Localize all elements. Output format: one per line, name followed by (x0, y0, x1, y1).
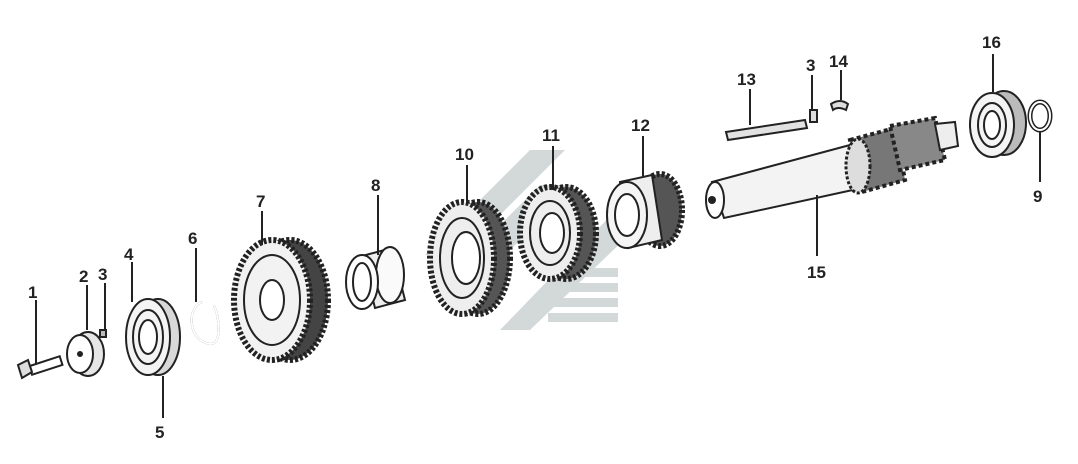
label-part-8: 8 (371, 176, 380, 195)
part-gear-12 (606, 171, 685, 250)
label-part-14: 14 (829, 52, 848, 71)
part-bearing-16 (969, 90, 1027, 158)
label-part-12: 12 (631, 116, 650, 135)
label-part-3-upper: 3 (806, 56, 815, 75)
label-part-15: 15 (807, 263, 826, 282)
part-spacer-bushing (345, 246, 407, 310)
part-gear-11 (517, 184, 599, 282)
part-circlip (190, 301, 220, 345)
label-part-3: 3 (98, 265, 107, 284)
leader-lines (35, 54, 1041, 418)
label-part-2: 2 (79, 267, 88, 286)
label-part-16: 16 (982, 33, 1001, 52)
part-shaft (705, 115, 960, 220)
part-pin-upper (809, 109, 818, 123)
label-part-11: 11 (542, 126, 560, 145)
part-bolt (16, 355, 64, 380)
label-part-1: 1 (28, 283, 37, 302)
label-part-10: 10 (455, 145, 474, 164)
part-large-gear (231, 237, 331, 363)
part-gear-10 (427, 199, 513, 317)
part-washer (66, 331, 105, 377)
label-part-4: 4 (124, 245, 134, 264)
part-key (829, 100, 850, 112)
part-labels: 1 2 3 4 5 6 7 8 10 11 12 13 3 14 15 16 9 (28, 33, 1042, 442)
part-pin-small (99, 329, 107, 338)
label-part-7: 7 (256, 192, 265, 211)
label-part-13: 13 (737, 70, 756, 89)
label-part-5: 5 (155, 423, 164, 442)
label-part-9: 9 (1033, 187, 1042, 206)
part-ball-bearing (125, 298, 181, 376)
part-circlip-9 (1027, 99, 1053, 133)
part-needle-roller (724, 118, 809, 142)
label-part-6: 6 (188, 229, 197, 248)
